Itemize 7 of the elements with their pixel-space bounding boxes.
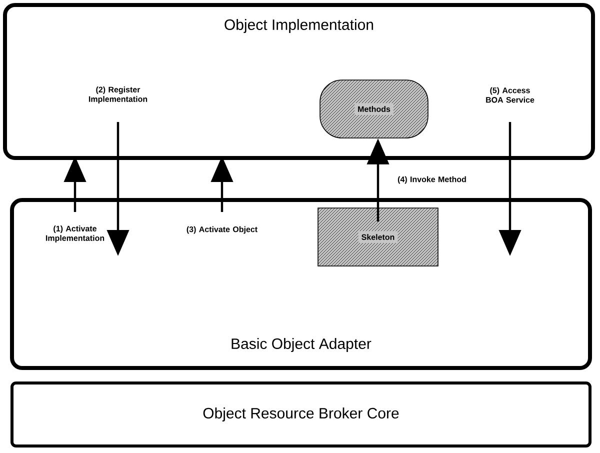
skeleton-box: Skeleton xyxy=(318,208,438,266)
edge-label: (1) Activate Implementation xyxy=(46,226,104,242)
edge-label: (4) Invoke Method xyxy=(398,176,466,184)
edge-label: (3) Activate Object xyxy=(186,226,258,234)
edge-label: (5) Access BOA Service xyxy=(486,87,534,103)
edge-label: (2) Register Implementation xyxy=(88,86,148,104)
layer-box: Object Resource Broker Core xyxy=(10,382,592,448)
